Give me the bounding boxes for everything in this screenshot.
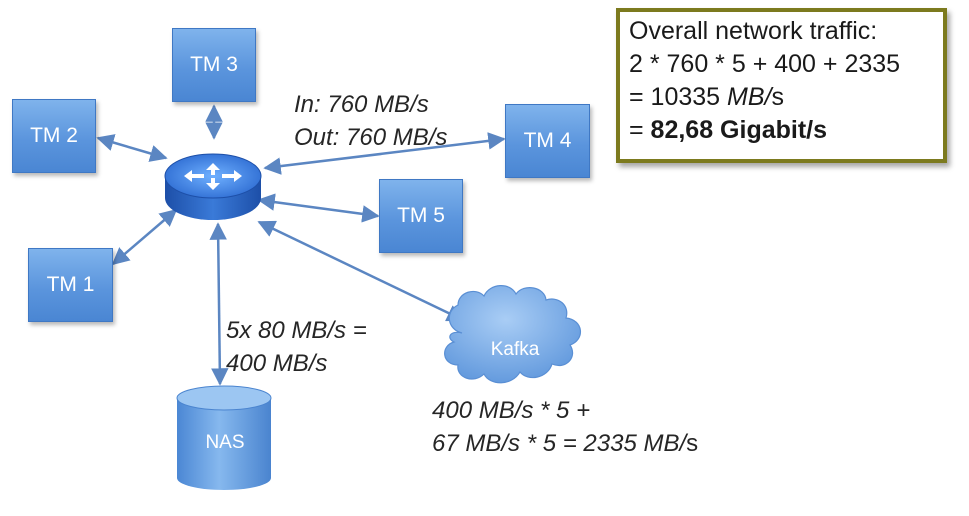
tm3-node: TM 3 xyxy=(172,28,256,102)
tm-traffic-label: In: 760 MB/s Out: 760 MB/s xyxy=(294,88,447,154)
tm1-label: TM 1 xyxy=(46,273,95,296)
tm1-node: TM 1 xyxy=(28,248,113,322)
traffic-summary-box: Overall network traffic: 2 * 760 * 5 + 4… xyxy=(616,8,947,163)
summary-total-value: = 10335 xyxy=(629,83,728,111)
tm4-node: TM 4 xyxy=(505,104,590,178)
kafka-rate-unit-suffix: s xyxy=(686,430,699,457)
summary-total-unit-suffix: s xyxy=(771,83,784,111)
summary-title: Overall network traffic: xyxy=(629,17,878,45)
tm4-label: TM 4 xyxy=(523,129,572,152)
nas-traffic-label: 5x 80 MB/s = 400 MB/s xyxy=(226,314,367,380)
tm5-label: TM 5 xyxy=(397,204,445,227)
kafka-rate-formula: 67 MB/s * 5 = 2335 MB/ xyxy=(432,430,687,457)
summary-formula: 2 * 760 * 5 + 400 + 2335 xyxy=(629,50,901,78)
nas-rate-total: 400 MB/s xyxy=(226,350,328,377)
router-icon xyxy=(164,153,262,220)
nas-rate-formula: 5x 80 MB/s = xyxy=(226,317,367,344)
kafka-rate-line1: 400 MB/s * 5 + xyxy=(432,397,591,424)
nas-label: NAS xyxy=(205,432,245,453)
summary-gigabit-value: 82,68 Gigabit/s xyxy=(650,116,828,144)
tm-in-rate: In: 760 MB/s xyxy=(294,91,429,118)
tm3-label: TM 3 xyxy=(190,53,238,76)
link-tm2 xyxy=(96,134,168,162)
tm2-node: TM 2 xyxy=(12,99,96,173)
summary-equals: = xyxy=(629,116,651,144)
nas-cylinder-icon xyxy=(176,385,272,490)
link-tm4 xyxy=(263,132,506,175)
kafka-rate-line2: 67 MB/s * 5 = 2335 MB/s xyxy=(432,427,698,460)
link-tm5 xyxy=(257,193,380,223)
summary-total-gbits: = 82,68 Gigabit/s xyxy=(629,114,943,147)
summary-total-unit: MB/ xyxy=(727,83,772,111)
link-tm1 xyxy=(111,208,178,266)
kafka-label: Kafka xyxy=(490,339,540,360)
summary-total-mbs: = 10335 MB/s xyxy=(629,81,943,114)
kafka-traffic-label: 400 MB/s * 5 + 67 MB/s * 5 = 2335 MB/s xyxy=(432,394,698,460)
tm5-node: TM 5 xyxy=(379,179,463,253)
tm-out-rate: Out: 760 MB/s xyxy=(294,124,448,151)
link-kafka xyxy=(257,220,465,322)
kafka-cloud-icon xyxy=(444,285,581,384)
link-nas xyxy=(209,222,229,386)
tm2-label: TM 2 xyxy=(30,124,78,147)
